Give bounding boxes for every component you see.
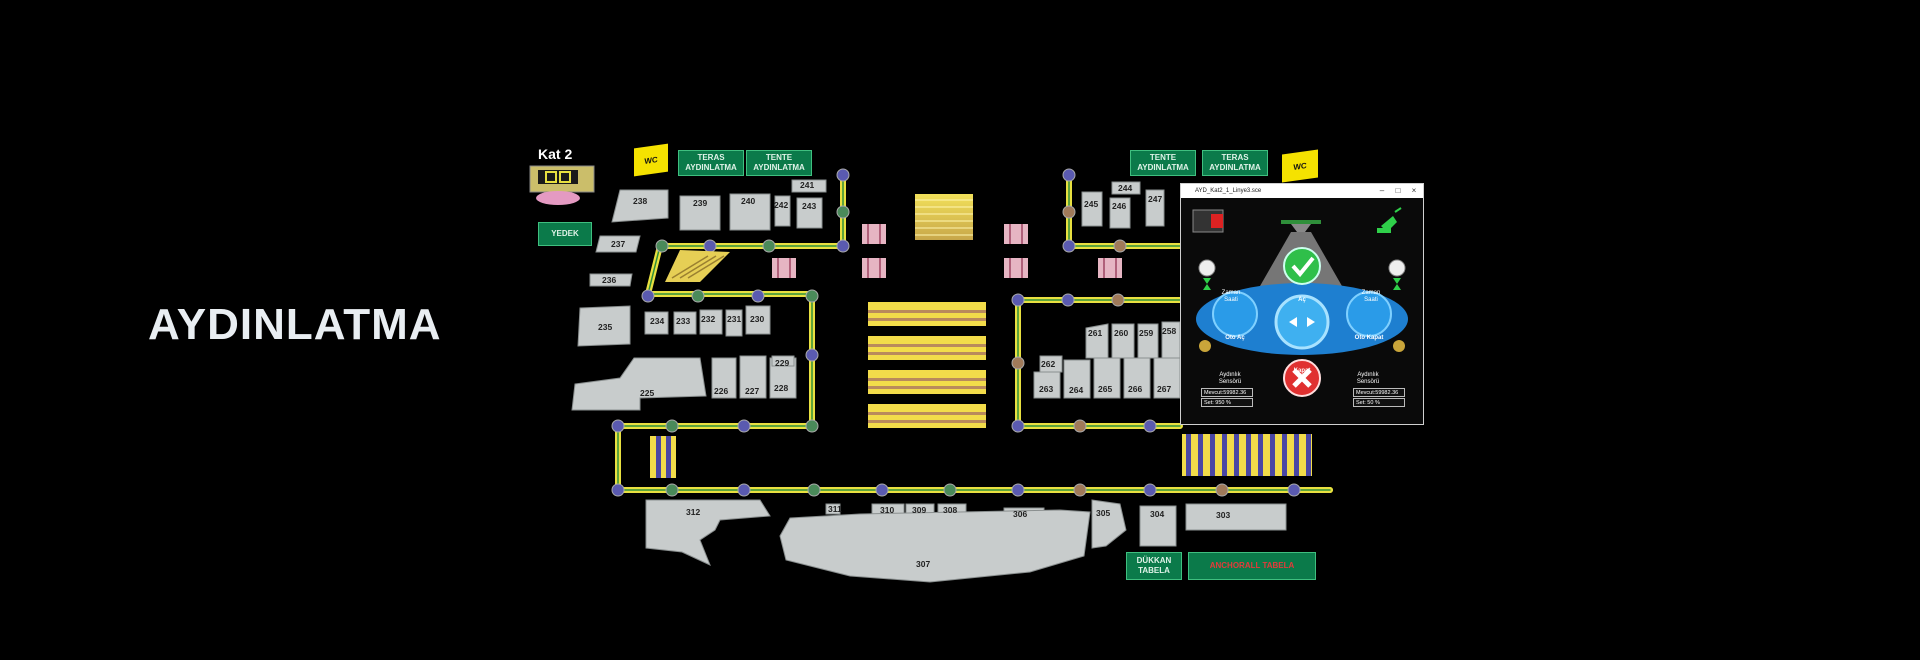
tente-aydinlatma-left-button[interactable]: TENTE AYDINLATMA xyxy=(746,150,812,176)
room-235[interactable]: 235 xyxy=(598,322,613,332)
conduit-nodes xyxy=(611,168,1301,497)
room-243[interactable]: 243 xyxy=(802,201,817,211)
oto-kapat-button[interactable]: Oto Kapat xyxy=(1354,335,1384,341)
room-260[interactable]: 260 xyxy=(1114,328,1129,338)
room-258[interactable]: 258 xyxy=(1162,326,1177,336)
aydinlik-sensoru-right: Aydınlık Sensörü xyxy=(1356,372,1380,385)
room-229[interactable]: 229 xyxy=(775,358,790,368)
room-240[interactable]: 240 xyxy=(741,196,756,206)
control-graphic xyxy=(1192,207,1408,397)
mevcut-left-value: Mevcut:59982.36 xyxy=(1201,388,1253,397)
zaman-saati-right: Zaman Saati xyxy=(1361,290,1381,303)
room-234[interactable]: 234 xyxy=(650,316,665,326)
floor-label: Kat 2 xyxy=(538,146,573,162)
bottom-stripes xyxy=(650,434,1312,478)
room-236[interactable]: 236 xyxy=(602,275,617,285)
oto-ac-button[interactable]: Oto Aç xyxy=(1225,335,1245,341)
ac-label[interactable]: Aç xyxy=(1298,297,1306,303)
room-311[interactable]: 311 xyxy=(828,504,842,514)
room-237[interactable]: 237 xyxy=(611,239,626,249)
room-blocks xyxy=(571,179,1287,583)
close-window-button[interactable]: × xyxy=(1411,186,1417,195)
room-307[interactable]: 307 xyxy=(916,559,931,569)
set-right-input[interactable]: Set: 50 % xyxy=(1353,398,1405,407)
room-228[interactable]: 228 xyxy=(774,383,789,393)
room-312[interactable]: 312 xyxy=(686,507,701,517)
escalator-blocks xyxy=(868,194,986,428)
set-left-input[interactable]: Set: 950 % xyxy=(1201,398,1253,407)
wc-right-button[interactable]: WC xyxy=(1282,149,1318,183)
room-242[interactable]: 242 xyxy=(774,200,789,210)
aydinlik-sensoru-left: Aydınlık Sensörü xyxy=(1218,372,1242,385)
anchorall-tabela-button[interactable]: ANCHORALL TABELA xyxy=(1188,552,1316,580)
room-303[interactable]: 303 xyxy=(1216,510,1231,520)
room-241[interactable]: 241 xyxy=(800,180,815,190)
room-306[interactable]: 306 xyxy=(1013,509,1028,519)
room-265[interactable]: 265 xyxy=(1098,384,1113,394)
room-245[interactable]: 245 xyxy=(1084,199,1099,209)
teras-aydinlatma-right-button[interactable]: TERAS AYDINLATMA xyxy=(1202,150,1268,176)
kapat-label[interactable]: Kapat xyxy=(1293,368,1311,374)
page-title: AYDINLATMA xyxy=(148,300,442,349)
wc-left-button[interactable]: WC xyxy=(634,143,668,177)
room-226[interactable]: 226 xyxy=(714,386,729,396)
mevcut-right-value: Mevcut:59982.36 xyxy=(1353,388,1405,397)
room-238[interactable]: 238 xyxy=(633,196,648,206)
maximize-button[interactable]: □ xyxy=(1395,186,1401,195)
floor-minimap xyxy=(529,165,595,205)
room-246[interactable]: 246 xyxy=(1112,201,1127,211)
dukkan-tabela-button[interactable]: DÜKKAN TABELA xyxy=(1126,552,1182,580)
room-231[interactable]: 231 xyxy=(727,314,742,324)
room-239[interactable]: 239 xyxy=(693,198,708,208)
teras-aydinlatma-left-button[interactable]: TERAS AYDINLATMA xyxy=(678,150,744,176)
zaman-saati-left: Zaman Saati xyxy=(1221,290,1241,303)
room-225[interactable]: 225 xyxy=(640,388,655,398)
pink-blocks xyxy=(772,224,1122,278)
stair-block xyxy=(665,250,730,282)
room-263[interactable]: 263 xyxy=(1039,384,1054,394)
room-308[interactable]: 308 xyxy=(943,505,958,515)
panel-icon xyxy=(1192,209,1224,233)
window-title: AYD_Kat2_1_Linye3.sce xyxy=(1195,188,1262,194)
room-309[interactable]: 309 xyxy=(912,505,927,515)
minimize-button[interactable]: – xyxy=(1379,186,1385,195)
room-304[interactable]: 304 xyxy=(1150,509,1165,519)
room-227[interactable]: 227 xyxy=(745,386,760,396)
yedek-button[interactable]: YEDEK xyxy=(538,222,592,246)
room-259[interactable]: 259 xyxy=(1139,328,1154,338)
room-266[interactable]: 266 xyxy=(1128,384,1143,394)
lighting-control-window[interactable]: AYD_Kat2_1_Linye3.sce – □ × xyxy=(1180,183,1424,425)
room-310[interactable]: 310 xyxy=(880,505,895,515)
room-262[interactable]: 262 xyxy=(1041,359,1056,369)
window-titlebar[interactable]: AYD_Kat2_1_Linye3.sce xyxy=(1181,184,1423,198)
room-232[interactable]: 232 xyxy=(701,314,716,324)
tente-aydinlatma-right-button[interactable]: TENTE AYDINLATMA xyxy=(1130,150,1196,176)
room-305[interactable]: 305 xyxy=(1096,508,1111,518)
room-247[interactable]: 247 xyxy=(1148,194,1163,204)
room-233[interactable]: 233 xyxy=(676,316,691,326)
light-on-icon xyxy=(1377,207,1402,233)
room-244[interactable]: 244 xyxy=(1118,183,1133,193)
room-267[interactable]: 267 xyxy=(1157,384,1172,394)
room-261[interactable]: 261 xyxy=(1088,328,1103,338)
room-230[interactable]: 230 xyxy=(750,314,765,324)
room-264[interactable]: 264 xyxy=(1069,385,1084,395)
